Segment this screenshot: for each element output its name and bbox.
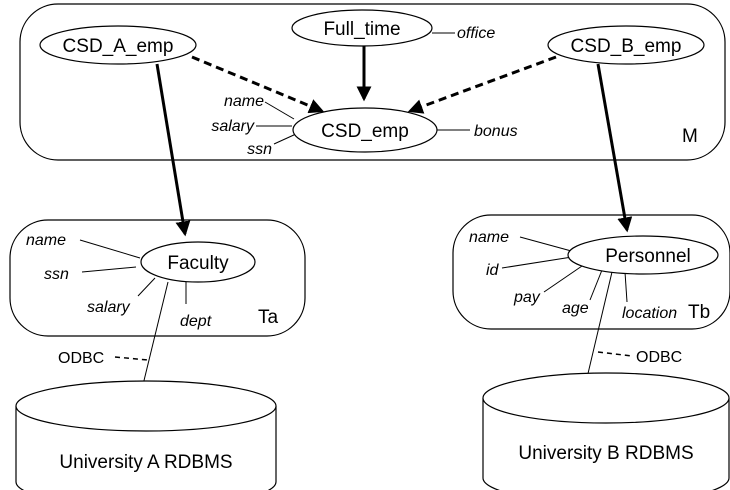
mediator-schema-label: M: [682, 126, 698, 147]
odbc-a-label: ODBC: [58, 350, 104, 367]
source-b-schema-label: Tb: [688, 302, 710, 323]
full-time-label: Full_time: [323, 19, 400, 40]
csd-emp-attribute-bonus: bonus: [474, 123, 518, 140]
personnel-pay-edge: [543, 265, 583, 293]
source-a-schema-label: Ta: [258, 307, 279, 328]
faculty-label: Faculty: [167, 253, 229, 274]
faculty-attribute-ssn: ssn: [44, 266, 69, 283]
csd-b-emp-label: CSD_B_emp: [571, 36, 682, 57]
personnel-id-edge: [501, 256, 573, 269]
faculty-name-edge: [79, 239, 141, 259]
personnel-location-edge: [624, 271, 628, 303]
csd-a-emp-label: CSD_A_emp: [63, 36, 174, 57]
full-time-attribute-office: office: [457, 25, 495, 42]
faculty-to-database-a-line: [139, 281, 169, 398]
faculty-attribute-dept: dept: [180, 313, 212, 330]
csd-a-emp-node: [39, 25, 197, 65]
personnel-attribute-id: id: [486, 262, 500, 279]
full-time-node: [291, 9, 433, 47]
csd-emp-label: CSD_emp: [321, 121, 409, 142]
personnel-attribute-pay: pay: [513, 289, 541, 306]
csd-emp-attribute-ssn: ssn: [247, 141, 272, 158]
database-a-label: University A RDBMS: [59, 452, 232, 473]
csd-b-emp-node: [547, 25, 705, 65]
faculty-attribute-name: name: [26, 232, 66, 249]
csd-a-emp-to-faculty-arrow: [155, 63, 191, 237]
database-b-cylinder-top: [482, 372, 730, 424]
csd-emp-node: [292, 107, 438, 153]
faculty-attribute-salary: salary: [87, 299, 131, 316]
odbc-b-label: ODBC: [636, 349, 682, 366]
csd-emp-attribute-salary: salary: [211, 118, 255, 135]
personnel-attribute-age: age: [562, 300, 589, 317]
csd-emp-name-edge: [264, 101, 295, 120]
personnel-node: [567, 235, 719, 275]
personnel-label: Personnel: [605, 246, 691, 267]
csd-emp-attribute-name: name: [224, 93, 264, 110]
odbc-a-pointer: [114, 356, 149, 361]
database-b-cylinder-body: [482, 398, 730, 490]
personnel-age-edge: [589, 269, 603, 301]
database-b-label: University B RDBMS: [518, 443, 693, 464]
faculty-salary-edge: [137, 277, 156, 297]
personnel-attribute-name: name: [469, 229, 509, 246]
personnel-attribute-location: location: [622, 305, 677, 322]
database-a-cylinder-top: [15, 380, 277, 432]
faculty-ssn-edge: [81, 266, 137, 273]
csd-b-emp-to-personnel-arrow: [596, 63, 633, 233]
personnel-name-edge: [519, 236, 576, 253]
personnel-to-database-b-line: [585, 271, 613, 383]
odbc-b-pointer: [597, 351, 633, 357]
csd-a-emp-to-csd-emp-arrow: [191, 55, 325, 114]
faculty-node: [140, 241, 256, 283]
csd-emp-ssn-edge: [273, 133, 297, 145]
